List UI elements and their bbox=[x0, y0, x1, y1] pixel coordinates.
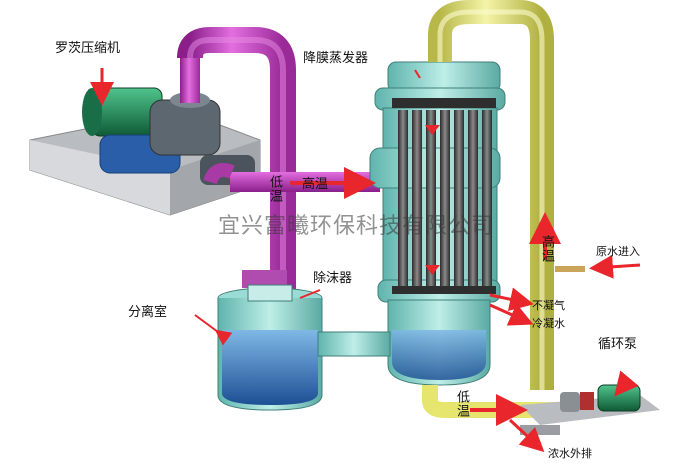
circulation-pump bbox=[520, 384, 660, 435]
separator-label: 分离室 bbox=[128, 305, 168, 320]
separator-chamber bbox=[217, 284, 323, 411]
flow-arrows bbox=[90, 68, 641, 453]
demister-label: 除沫器 bbox=[313, 271, 353, 286]
high-temp-right-label: 高温 bbox=[539, 235, 554, 263]
watermark: 宜兴富曦环保科技有限公司 bbox=[218, 214, 495, 239]
compressor-label: 罗茨压缩机 bbox=[55, 41, 121, 56]
high-temp-pipe-label: 高温 bbox=[302, 177, 329, 192]
yellow-pipe bbox=[422, 0, 560, 418]
low-temp-bottom-label: 低温 bbox=[454, 390, 469, 418]
magenta-pipe bbox=[177, 27, 380, 290]
non-condensable-gas-label: 不凝气 bbox=[532, 299, 565, 312]
concentrate-out-label: 浓水外排 bbox=[548, 447, 592, 460]
connecting-pipe bbox=[317, 331, 391, 357]
evaporator-label: 降膜蒸发器 bbox=[303, 51, 369, 66]
raw-water-label: 原水进入 bbox=[596, 245, 640, 258]
condensate-label: 冷凝水 bbox=[532, 317, 565, 330]
low-temp-pipe-label: 低温 bbox=[267, 175, 282, 203]
evaporator-tube-bundle bbox=[392, 98, 496, 294]
pump-label: 循环泵 bbox=[598, 337, 638, 352]
raw-water-inlet-pipe bbox=[555, 266, 585, 272]
